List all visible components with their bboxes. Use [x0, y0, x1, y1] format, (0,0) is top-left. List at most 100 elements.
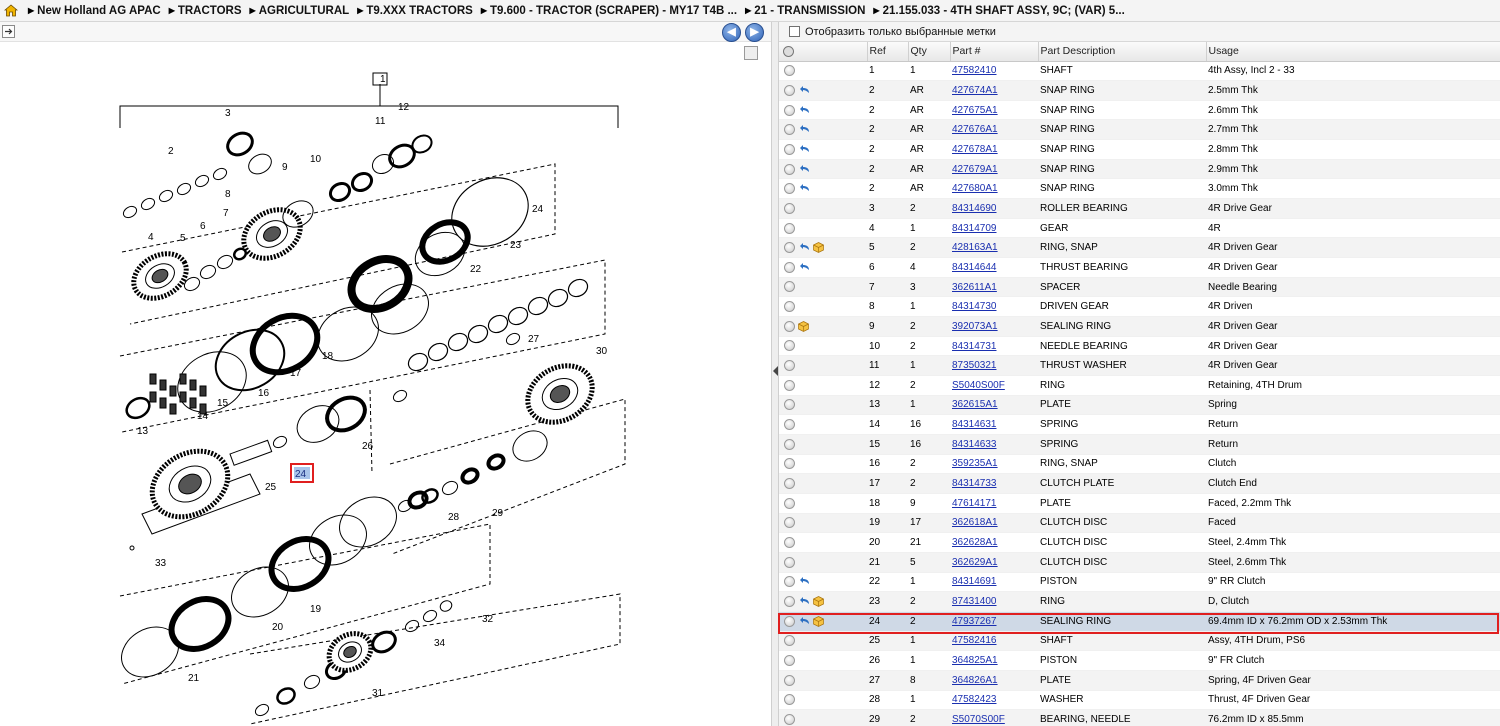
breadcrumb-item[interactable]: ▶21.155.033 - 4TH SHAFT ASSY, 9C; (VAR) … [873, 5, 1124, 17]
replacement-arrow-icon[interactable] [800, 105, 810, 115]
callout-label[interactable]: 7 [223, 208, 229, 219]
callout-label[interactable]: 28 [448, 512, 460, 523]
highlighted-callout-label[interactable]: 24 [295, 469, 307, 480]
add-to-cart-icon[interactable] [784, 615, 795, 627]
part-number-link[interactable]: 87431400 [952, 596, 997, 608]
callout-label[interactable]: 32 [482, 614, 494, 625]
add-to-cart-icon[interactable] [784, 183, 795, 195]
part-number-link[interactable]: 362628A1 [952, 537, 998, 549]
part-number-link[interactable]: 427680A1 [952, 183, 998, 195]
callout-label[interactable]: 29 [492, 508, 504, 519]
add-to-cart-icon[interactable] [784, 399, 795, 411]
kit-box-icon[interactable] [813, 242, 824, 254]
add-all-icon[interactable] [783, 45, 794, 57]
part-number-link[interactable]: 84314730 [952, 301, 997, 313]
part-number-link[interactable]: 427676A1 [952, 124, 998, 136]
add-to-cart-icon[interactable] [784, 595, 795, 607]
part-number-link[interactable]: 87350321 [952, 360, 997, 372]
part-number-link[interactable]: 84314644 [952, 261, 997, 273]
replacement-arrow-icon[interactable] [800, 243, 810, 252]
add-to-cart-icon[interactable] [784, 143, 795, 155]
show-selected-checkbox[interactable] [789, 26, 800, 37]
add-to-cart-icon[interactable] [784, 458, 795, 470]
add-to-cart-icon[interactable] [784, 202, 795, 214]
home-icon[interactable] [4, 4, 18, 17]
add-to-cart-icon[interactable] [784, 301, 795, 313]
part-number-link[interactable]: 84314690 [952, 202, 997, 214]
callout-label[interactable]: 31 [372, 688, 384, 699]
callout-label[interactable]: 18 [322, 351, 334, 362]
add-to-cart-icon[interactable] [784, 65, 795, 77]
add-to-cart-icon[interactable] [784, 537, 795, 548]
callout-label[interactable]: 19 [310, 604, 322, 615]
part-number-link[interactable]: 362611A1 [952, 281, 997, 293]
replacement-arrow-icon[interactable] [800, 616, 810, 626]
callout-label[interactable]: 26 [362, 441, 374, 452]
replacement-arrow-icon[interactable] [800, 164, 810, 174]
breadcrumb-item[interactable]: ▶TRACTORS [169, 5, 242, 17]
add-to-cart-icon[interactable] [784, 419, 795, 431]
add-to-cart-icon[interactable] [784, 281, 795, 293]
callout-label[interactable]: 8 [225, 189, 231, 200]
part-number-link[interactable]: S5040S00F [952, 379, 1005, 391]
add-to-cart-icon[interactable] [784, 360, 795, 372]
breadcrumb-item[interactable]: ▶New Holland AG APAC [28, 5, 161, 17]
part-number-link[interactable]: 427679A1 [952, 163, 998, 175]
forward-arrow-icon[interactable]: ▶ [745, 23, 764, 42]
part-number-link[interactable]: 47582416 [952, 635, 997, 647]
part-number-link[interactable]: 364825A1 [952, 655, 998, 667]
breadcrumb-item[interactable]: ▶T9.600 - TRACTOR (SCRAPER) - MY17 T4B .… [481, 5, 737, 17]
callout-label[interactable]: 15 [217, 398, 229, 409]
callout-label[interactable]: 23 [510, 240, 522, 251]
kit-box-icon[interactable] [813, 615, 824, 627]
add-to-cart-icon[interactable] [784, 713, 795, 725]
part-number-link[interactable]: S5070S00F [952, 713, 1005, 725]
part-number-link[interactable]: 84314731 [952, 340, 997, 352]
add-to-cart-icon[interactable] [784, 438, 795, 450]
exit-icon[interactable] [2, 25, 15, 38]
header-qty[interactable]: Qty [908, 42, 951, 62]
replacement-arrow-icon[interactable] [800, 184, 810, 193]
part-number-link[interactable]: 84314691 [952, 576, 997, 588]
callout-label[interactable]: 25 [265, 482, 277, 493]
add-to-cart-icon[interactable] [784, 517, 795, 529]
callout-label[interactable]: 10 [310, 154, 322, 165]
add-to-cart-icon[interactable] [784, 222, 795, 234]
part-number-link[interactable]: 392073A1 [952, 320, 998, 332]
callout-label[interactable]: 20 [272, 622, 284, 633]
header-usage[interactable]: Usage [1206, 42, 1500, 62]
add-to-cart-icon[interactable] [784, 556, 795, 568]
part-number-link[interactable]: 84314709 [952, 222, 997, 234]
replacement-arrow-icon[interactable] [800, 85, 810, 95]
callout-label[interactable]: 33 [155, 558, 167, 569]
callout-label[interactable]: 5 [180, 233, 186, 244]
callout-label[interactable]: 30 [596, 346, 608, 357]
add-to-cart-icon[interactable] [784, 379, 795, 391]
callout-label[interactable]: 2 [168, 146, 174, 157]
part-number-link[interactable]: 362615A1 [952, 399, 998, 411]
add-to-cart-icon[interactable] [784, 674, 795, 686]
add-to-cart-icon[interactable] [784, 340, 795, 352]
add-to-cart-icon[interactable] [784, 576, 795, 588]
add-to-cart-icon[interactable] [784, 694, 795, 706]
part-number-link[interactable]: 47582410 [952, 65, 997, 77]
add-to-cart-icon[interactable] [784, 104, 795, 116]
